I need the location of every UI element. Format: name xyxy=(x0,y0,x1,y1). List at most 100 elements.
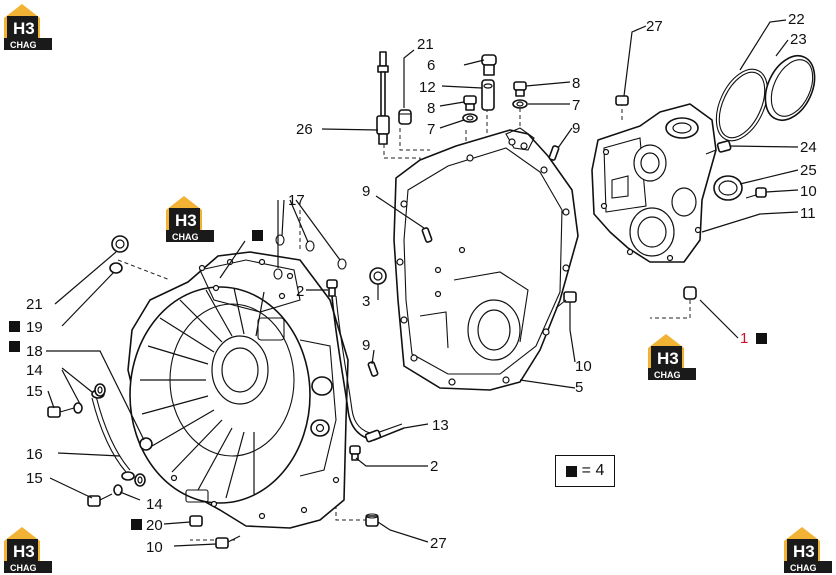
callout-11: 11 xyxy=(800,205,816,222)
callout-14-top: 14 xyxy=(26,362,43,379)
callout-9-mid: 9 xyxy=(362,183,370,200)
bell-housing-ribs xyxy=(140,287,265,499)
washers-item-14-top xyxy=(73,383,106,414)
callout-23: 23 xyxy=(790,31,807,48)
callout-15-top: 15 xyxy=(26,383,43,400)
svg-text:CHAG: CHAG xyxy=(172,232,199,242)
callout-7-left: 7 xyxy=(427,121,435,138)
callout-7-right: 7 xyxy=(572,97,580,114)
marker-square-20 xyxy=(131,519,142,530)
plug-item-20 xyxy=(189,515,203,527)
callout-26: 26 xyxy=(296,121,313,138)
o-rings-item-17 xyxy=(273,234,347,280)
dowel-item-9-low xyxy=(367,361,379,377)
plug-item-27-bottom xyxy=(365,513,379,527)
callout-20: 20 xyxy=(146,517,163,534)
bolt-item-15-top xyxy=(47,406,75,418)
callout-8-left: 8 xyxy=(427,100,435,117)
callout-12: 12 xyxy=(419,79,436,96)
plug-item-21-left xyxy=(111,235,129,253)
callout-8-right: 8 xyxy=(572,75,580,92)
cover-plate-item-23 xyxy=(764,55,816,121)
brand-logo-mid-left: H3 CHAG xyxy=(166,196,214,242)
callout-10-bottom: 10 xyxy=(146,539,163,556)
seal-item-25 xyxy=(713,175,743,201)
sensor-item-26 xyxy=(376,51,390,145)
callout-2-top: 2 xyxy=(296,283,304,300)
plug-item-21-top xyxy=(398,109,412,125)
svg-text:H3: H3 xyxy=(657,349,679,368)
fitting-item-12 xyxy=(481,79,495,111)
dowel-item-9-top xyxy=(548,145,560,161)
brand-logo-top-left: H3 CHAG xyxy=(4,4,52,50)
callout-10-center: 10 xyxy=(575,358,592,375)
brand-logo-mid-right: H3 CHAG xyxy=(648,334,696,380)
bolt-item-10-bottom xyxy=(215,535,241,549)
callout-5: 5 xyxy=(575,379,583,396)
callout-15-bottom: 15 xyxy=(26,470,43,487)
washer-item-19 xyxy=(109,262,123,274)
legend-square-icon xyxy=(565,465,577,477)
plug-item-1 xyxy=(683,286,697,300)
brand-logo-bottom-left: H3 CHAG xyxy=(4,527,52,573)
callout-25: 25 xyxy=(800,162,817,179)
ground-strap-item-16 xyxy=(91,389,135,481)
plug-item-8-left xyxy=(463,95,477,111)
svg-text:H3: H3 xyxy=(175,211,197,230)
svg-text:CHAG: CHAG xyxy=(10,563,37,573)
callout-19: 19 xyxy=(26,319,43,336)
fitting-item-2-bottom xyxy=(349,445,361,461)
callout-21-left: 21 xyxy=(26,296,43,313)
callout-9-top: 9 xyxy=(572,120,580,137)
quantity-legend: = 4 xyxy=(555,455,615,487)
callout-13: 13 xyxy=(432,417,449,434)
plug-item-18 xyxy=(139,437,153,451)
svg-text:H3: H3 xyxy=(13,542,35,561)
callout-21-top: 21 xyxy=(417,36,434,53)
callout-22: 22 xyxy=(788,11,805,28)
callout-9-low: 9 xyxy=(362,337,370,354)
callout-3: 3 xyxy=(362,293,370,310)
callout-2-bottom: 2 xyxy=(430,458,438,475)
plug-item-8-right xyxy=(513,81,527,97)
front-converter-housing xyxy=(127,251,349,529)
callout-leader-lines xyxy=(46,19,799,547)
marker-square-1 xyxy=(756,333,767,344)
washer-item-7-left xyxy=(462,113,478,123)
svg-text:CHAG: CHAG xyxy=(654,370,681,380)
bolt-item-10-right xyxy=(745,187,767,199)
callout-27-bottom: 27 xyxy=(430,535,447,552)
svg-text:H3: H3 xyxy=(13,19,35,38)
plug-item-6 xyxy=(481,54,497,76)
callout-6: 6 xyxy=(427,57,435,74)
center-gear-housing xyxy=(393,127,579,391)
washer-item-7-right xyxy=(512,99,528,109)
marker-square-housing xyxy=(252,230,263,241)
bolt-item-24 xyxy=(705,140,732,155)
plug-item-27-top xyxy=(615,95,629,106)
callout-14-bottom: 14 xyxy=(146,496,163,513)
callout-24: 24 xyxy=(800,139,817,156)
dowel-item-9-mid xyxy=(421,227,433,243)
svg-text:H3: H3 xyxy=(793,542,815,561)
callout-10-right: 10 xyxy=(800,183,817,200)
svg-text:CHAG: CHAG xyxy=(790,563,817,573)
brand-logo-bottom-right: H3 CHAG xyxy=(784,527,832,573)
legend-text: = 4 xyxy=(581,462,605,479)
callout-17: 17 xyxy=(288,192,305,209)
rear-cover-housing xyxy=(591,103,717,263)
plug-item-3 xyxy=(369,267,387,285)
callout-27-top: 27 xyxy=(646,18,663,35)
marker-square-18 xyxy=(9,341,20,352)
seal-ring-item-22 xyxy=(715,68,769,142)
pipe-item-13 xyxy=(331,295,405,443)
svg-text:CHAG: CHAG xyxy=(10,40,37,50)
callout-18: 18 xyxy=(26,343,43,360)
washers-item-14-bottom xyxy=(113,473,146,496)
marker-square-19 xyxy=(9,321,20,332)
callout-16: 16 xyxy=(26,446,43,463)
quantity-markers xyxy=(9,230,767,530)
callout-labels: 21 6 12 8 7 26 27 8 7 9 22 23 24 25 10 1… xyxy=(26,11,817,556)
callout-1: 1 xyxy=(740,330,748,347)
